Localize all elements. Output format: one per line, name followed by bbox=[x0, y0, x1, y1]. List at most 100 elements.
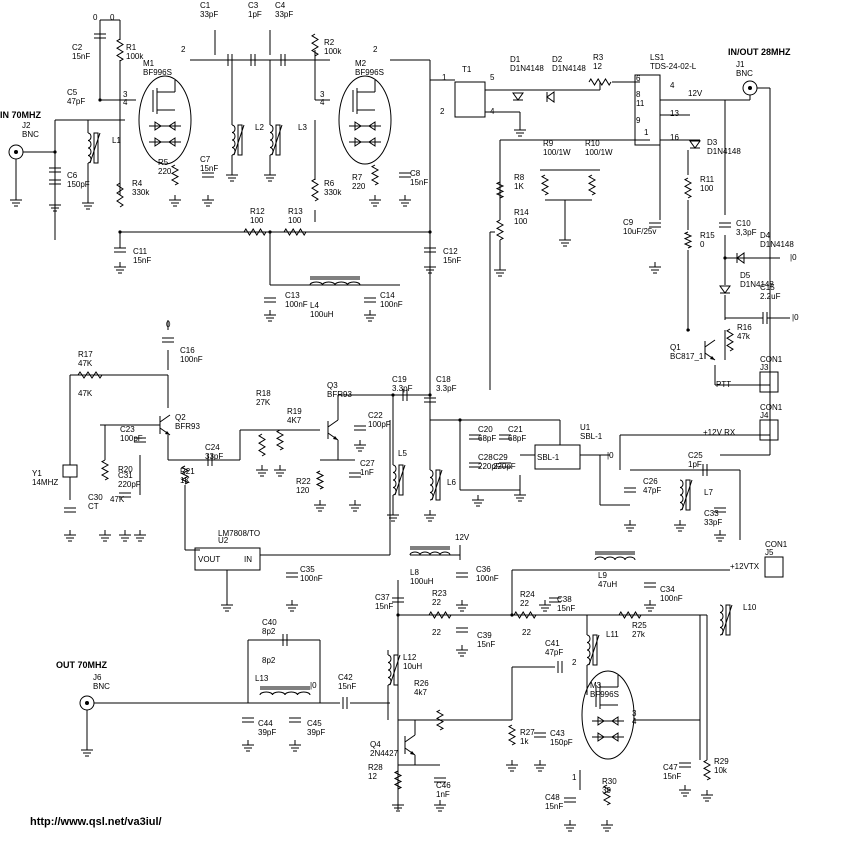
ground-symbol bbox=[314, 500, 326, 512]
component-label-m2: M2 bbox=[355, 59, 367, 68]
ground-symbol bbox=[424, 510, 436, 522]
component-label-c24: C24 bbox=[205, 443, 220, 452]
ground-symbol bbox=[114, 262, 126, 274]
component-label-l9: 47uH bbox=[598, 580, 617, 589]
c16 bbox=[162, 337, 174, 343]
component-label-d1: D1 bbox=[510, 55, 521, 64]
component-label-c30: C30 bbox=[88, 493, 103, 502]
component-label-c5: C5 bbox=[67, 88, 78, 97]
pin: 5 bbox=[490, 73, 495, 82]
component-label-c28: C28 bbox=[478, 453, 493, 462]
component-label-c8: C8 bbox=[410, 169, 421, 178]
component-label-c25: C25 bbox=[688, 451, 703, 460]
component-label-c46: C46 bbox=[436, 781, 451, 790]
r6 bbox=[311, 178, 319, 202]
l9-coil bbox=[594, 551, 636, 561]
component-label-c12: C12 bbox=[443, 247, 458, 256]
component-label-t1: T1 bbox=[462, 65, 472, 74]
component-label-c42: 15nF bbox=[338, 682, 356, 691]
component-label-c15: 2.2uF bbox=[760, 292, 781, 301]
component-label-r12: R12 bbox=[250, 207, 265, 216]
ground-symbol bbox=[354, 440, 366, 452]
pin: 2 bbox=[440, 107, 445, 116]
ground-symbol bbox=[119, 530, 131, 542]
ground-symbol bbox=[644, 600, 656, 612]
q3-transistor bbox=[327, 419, 339, 441]
c38 bbox=[549, 597, 561, 603]
component-label-r26: 4k7 bbox=[414, 688, 427, 697]
component-label-c6: C6 bbox=[67, 171, 78, 180]
ground-symbol bbox=[82, 198, 94, 210]
pin: 1 bbox=[644, 128, 649, 137]
junction-dot bbox=[428, 393, 432, 397]
ground-symbol bbox=[601, 820, 613, 832]
component-label-q1: Q1 bbox=[670, 343, 681, 352]
ground-symbol bbox=[494, 265, 506, 277]
component-label-c33: C33 bbox=[704, 509, 719, 518]
component-label-r6: 330k bbox=[324, 188, 342, 197]
component-label-l13: L13 bbox=[255, 674, 269, 683]
j1-bnc-connector[interactable] bbox=[742, 80, 758, 96]
r1 bbox=[116, 38, 124, 62]
c4 bbox=[280, 54, 286, 66]
component-label-c5: 47pF bbox=[67, 97, 85, 106]
component-label-j4: CON1 bbox=[760, 403, 783, 412]
c28 bbox=[469, 462, 481, 468]
component-label-y1: Y1 bbox=[32, 469, 42, 478]
component-label-m1: BF996S bbox=[143, 68, 172, 77]
component-label-c4: C4 bbox=[275, 1, 286, 10]
junction-dot bbox=[396, 613, 400, 617]
pin: 4 bbox=[320, 98, 325, 107]
ground-symbol bbox=[514, 490, 526, 502]
ground-symbol bbox=[202, 195, 214, 207]
junction-dot bbox=[118, 230, 122, 234]
component-label-j2: BNC bbox=[22, 130, 39, 139]
j2-bnc-connector[interactable] bbox=[8, 144, 24, 160]
component-label-c18: 3.3pF bbox=[436, 384, 457, 393]
component-label-q3: Q3 bbox=[327, 381, 338, 390]
component-label-r6: R6 bbox=[324, 179, 335, 188]
ground-symbol bbox=[514, 125, 526, 137]
j4-connector[interactable] bbox=[759, 419, 779, 441]
c42 bbox=[342, 697, 348, 709]
component-label-r15: R15 bbox=[700, 231, 715, 240]
output-label-70mhz: OUT 70MHZ bbox=[56, 660, 108, 670]
ground-symbol bbox=[49, 200, 61, 212]
r23 bbox=[428, 611, 452, 619]
component-label-c31: C31 bbox=[118, 471, 133, 480]
component-label-r15: 0 bbox=[700, 240, 705, 249]
component-label-r24: R24 bbox=[520, 590, 535, 599]
c8 bbox=[399, 172, 411, 178]
c47 bbox=[679, 762, 691, 768]
j3-connector[interactable] bbox=[759, 371, 779, 393]
j6-bnc-connector[interactable] bbox=[79, 695, 95, 711]
component-label-r14: R14 bbox=[514, 208, 529, 217]
component-label-r1: R1 bbox=[126, 43, 137, 52]
c44 bbox=[242, 717, 254, 723]
pin: 2 bbox=[181, 45, 186, 54]
component-label-c41: C41 bbox=[545, 639, 560, 648]
l8-coil bbox=[409, 546, 451, 556]
pin: |0 bbox=[310, 681, 317, 690]
component-label-r1: 100k bbox=[126, 52, 144, 61]
io-label-28mhz: IN/OUT 28MHZ bbox=[728, 47, 791, 57]
pin: 1 bbox=[572, 773, 577, 782]
component-label-l1: L1 bbox=[112, 136, 121, 145]
component-label-r5: 220 bbox=[158, 167, 172, 176]
j5-connector[interactable] bbox=[764, 556, 784, 578]
r28 bbox=[393, 770, 403, 790]
component-label-c30: CT bbox=[88, 502, 99, 511]
component-label-c18: C18 bbox=[436, 375, 451, 384]
component-label-c9: C9 bbox=[623, 218, 634, 227]
r4 bbox=[116, 182, 124, 208]
r30 bbox=[602, 784, 612, 806]
ground-symbol bbox=[369, 195, 381, 207]
component-label-r8: 1K bbox=[514, 182, 524, 191]
component-label-c45: C45 bbox=[307, 719, 322, 728]
r2 bbox=[311, 33, 319, 57]
component-label-r23: R23 bbox=[432, 589, 447, 598]
ground-symbol bbox=[506, 760, 518, 772]
ground-symbol bbox=[456, 600, 468, 612]
c5 bbox=[49, 167, 61, 173]
component-label-q4: 2N4427 bbox=[370, 749, 399, 758]
